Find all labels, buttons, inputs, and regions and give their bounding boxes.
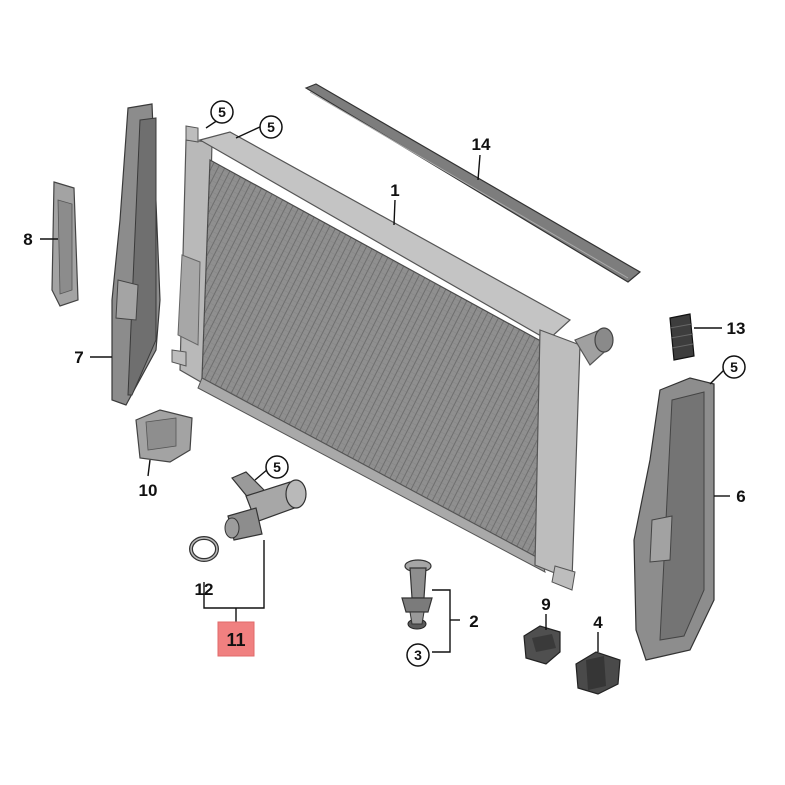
radiator-core — [171, 125, 614, 591]
label-part-5a: 5 — [218, 104, 226, 120]
leader-11-bracket — [203, 540, 265, 609]
label-part-6: 6 — [736, 487, 745, 506]
highlight-box-11 — [217, 621, 255, 657]
seal-strip — [304, 83, 642, 283]
label-part-12: 12 — [195, 580, 214, 599]
label-part-1: 1 — [390, 181, 399, 200]
leader-5d — [254, 468, 269, 481]
label-part-10: 10 — [139, 481, 158, 500]
label-part-7: 7 — [74, 348, 83, 367]
circle-5b — [259, 115, 283, 139]
label-part-14: 14 — [472, 135, 491, 154]
o-ring — [189, 536, 219, 562]
rubber-mount-9 — [523, 625, 561, 665]
label-part-2: 2 — [469, 612, 478, 631]
circle-3 — [406, 643, 430, 667]
leader-5c — [709, 369, 725, 385]
air-duct-right — [633, 377, 715, 661]
rubber-mount-4 — [575, 651, 621, 695]
label-part-5d: 5 — [273, 459, 281, 475]
leader-5b — [235, 125, 263, 139]
circle-5a — [210, 100, 234, 124]
label-part-11: 11 — [226, 630, 245, 650]
circle-5d — [265, 455, 289, 479]
label-part-5c: 5 — [730, 359, 738, 375]
leader-1 — [393, 199, 396, 226]
drain-plug — [401, 559, 433, 630]
leader-lines — [40, 117, 730, 653]
coolant-sensor — [224, 471, 307, 541]
label-part-4: 4 — [593, 613, 603, 632]
label-part-8: 8 — [23, 230, 32, 249]
label-part-3: 3 — [414, 647, 422, 663]
bracket-part — [51, 181, 79, 307]
leader-14 — [477, 154, 481, 181]
circle-5c — [722, 355, 746, 379]
leader-10 — [147, 459, 151, 477]
label-part-13: 13 — [727, 319, 746, 338]
rubber-buffer — [669, 313, 695, 361]
mounting-block — [135, 409, 193, 463]
leader-2-3-bracket — [432, 589, 451, 653]
label-part-9: 9 — [541, 595, 550, 614]
label-part-5b: 5 — [267, 119, 275, 135]
air-duct-left — [111, 103, 161, 406]
